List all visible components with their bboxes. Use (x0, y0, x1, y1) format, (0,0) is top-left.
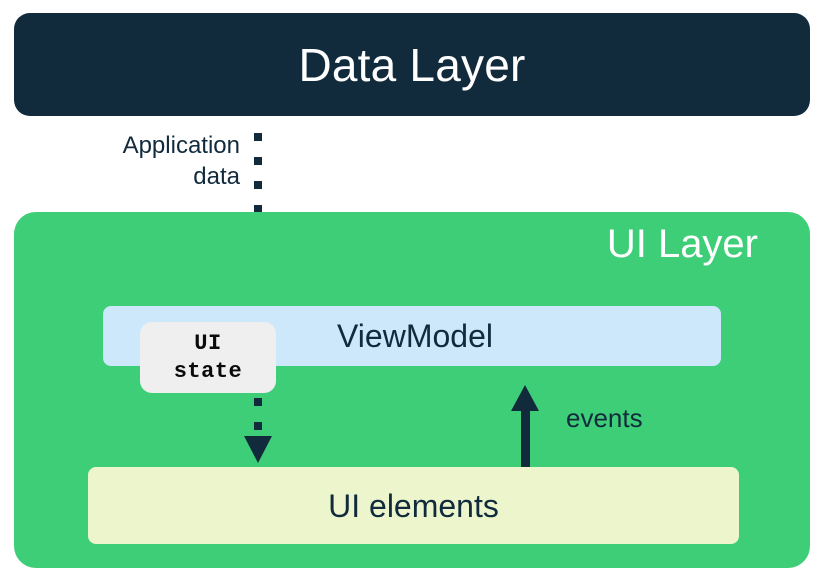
data-layer-title: Data Layer (298, 38, 526, 91)
application-data-label-line2: data (193, 162, 240, 190)
application-data-dotted-line (254, 133, 262, 265)
ui-state-arrowhead-icon (244, 436, 272, 463)
application-data-label: Application data (60, 131, 240, 192)
ui-layer-title: UI Layer (606, 222, 758, 266)
ui-state-line2: state (173, 358, 243, 384)
application-data-label-line1: Application (122, 132, 240, 159)
ui-elements-box: UI elements (88, 467, 739, 544)
ui-state-line1: UI (194, 330, 222, 356)
data-layer-box: Data Layer (14, 13, 810, 116)
viewmodel-label: ViewModel (337, 318, 493, 354)
events-arrow-shaft (521, 405, 530, 471)
ui-state-badge: UI state (140, 322, 276, 393)
events-label: events (566, 403, 643, 433)
ui-state-dotted-line (254, 398, 262, 438)
ui-elements-label: UI elements (328, 487, 499, 524)
